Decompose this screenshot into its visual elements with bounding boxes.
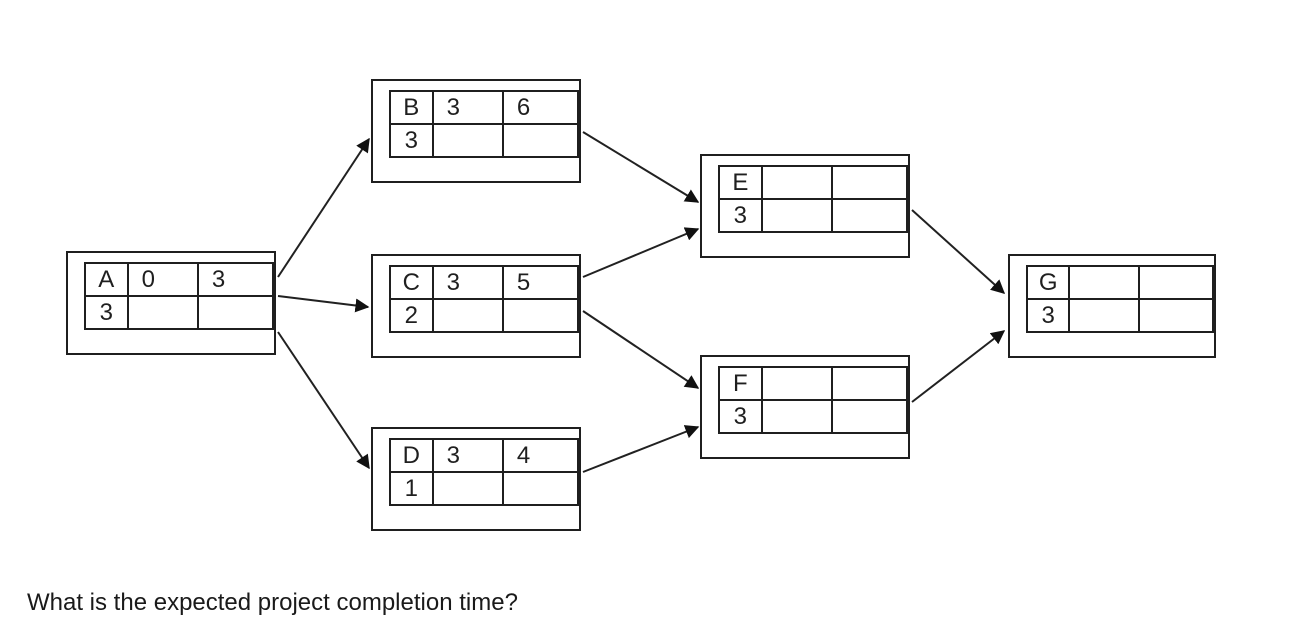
node-B-late-start: [431, 123, 504, 158]
node-F-early-start: [760, 366, 833, 401]
node-E-name: E: [718, 165, 763, 200]
node-G-early-start: [1068, 265, 1140, 300]
node-A-late-finish: [196, 295, 275, 330]
node-C-late-start: [431, 298, 504, 333]
node-F-early-finish: [830, 366, 909, 401]
node-C-name: C: [389, 265, 434, 300]
node-G-early-finish: [1137, 265, 1215, 300]
node-E-late-start: [760, 198, 833, 233]
node-B: B 3 6 3: [371, 79, 581, 183]
node-D: D 3 4 1: [371, 427, 581, 531]
node-C-table: C 3 5 2: [389, 265, 580, 333]
node-G-name: G: [1025, 265, 1071, 300]
node-D-late-start: [431, 471, 504, 506]
node-D-table: D 3 4 1: [389, 438, 580, 506]
node-G-late-finish: [1137, 298, 1215, 333]
node-G-duration: 3: [1025, 298, 1071, 333]
edge-E-G: [911, 209, 1006, 294]
question-text: What is the expected project completion …: [27, 589, 518, 616]
edge-A-D: [277, 331, 370, 470]
node-B-duration: 3: [389, 123, 434, 158]
node-A-duration: 3: [84, 295, 129, 330]
node-F-name: F: [718, 366, 763, 401]
node-F-duration: 3: [718, 399, 763, 434]
edge-A-B: [277, 137, 370, 278]
node-C-early-start: 3: [431, 265, 504, 300]
node-B-name: B: [389, 90, 434, 125]
edge-A-C: [277, 295, 370, 313]
node-F-late-finish: [830, 399, 909, 434]
node-A-table: A 0 3 3: [84, 262, 275, 330]
node-E-duration: 3: [718, 198, 763, 233]
node-D-late-finish: [501, 471, 580, 506]
node-C-duration: 2: [389, 298, 434, 333]
node-A-early-finish: 3: [196, 262, 275, 297]
node-G: G 3: [1008, 254, 1216, 358]
node-F-late-start: [760, 399, 833, 434]
node-A-late-start: [126, 295, 199, 330]
edge-C-E: [582, 227, 700, 278]
node-E-early-finish: [830, 165, 909, 200]
node-E-early-start: [760, 165, 833, 200]
node-D-early-start: 3: [431, 438, 504, 473]
node-E: E 3: [700, 154, 910, 258]
node-F: F 3: [700, 355, 910, 459]
node-B-late-finish: [501, 123, 580, 158]
node-E-table: E 3: [718, 165, 909, 233]
node-D-early-finish: 4: [501, 438, 580, 473]
node-C-early-finish: 5: [501, 265, 580, 300]
node-A: A 0 3 3: [66, 251, 276, 355]
node-G-late-start: [1068, 298, 1140, 333]
node-A-name: A: [84, 262, 129, 297]
node-G-table: G 3: [1025, 265, 1215, 333]
node-D-duration: 1: [389, 471, 434, 506]
edge-D-F: [582, 425, 700, 473]
node-B-early-start: 3: [431, 90, 504, 125]
node-F-table: F 3: [718, 366, 909, 434]
node-E-late-finish: [830, 198, 909, 233]
edge-C-F: [582, 310, 700, 389]
edge-F-G: [911, 330, 1006, 403]
node-B-early-finish: 6: [501, 90, 580, 125]
node-A-early-start: 0: [126, 262, 199, 297]
node-B-table: B 3 6 3: [389, 90, 580, 158]
node-D-name: D: [389, 438, 434, 473]
edge-B-E: [582, 131, 700, 203]
node-C-late-finish: [501, 298, 580, 333]
node-C: C 3 5 2: [371, 254, 581, 358]
